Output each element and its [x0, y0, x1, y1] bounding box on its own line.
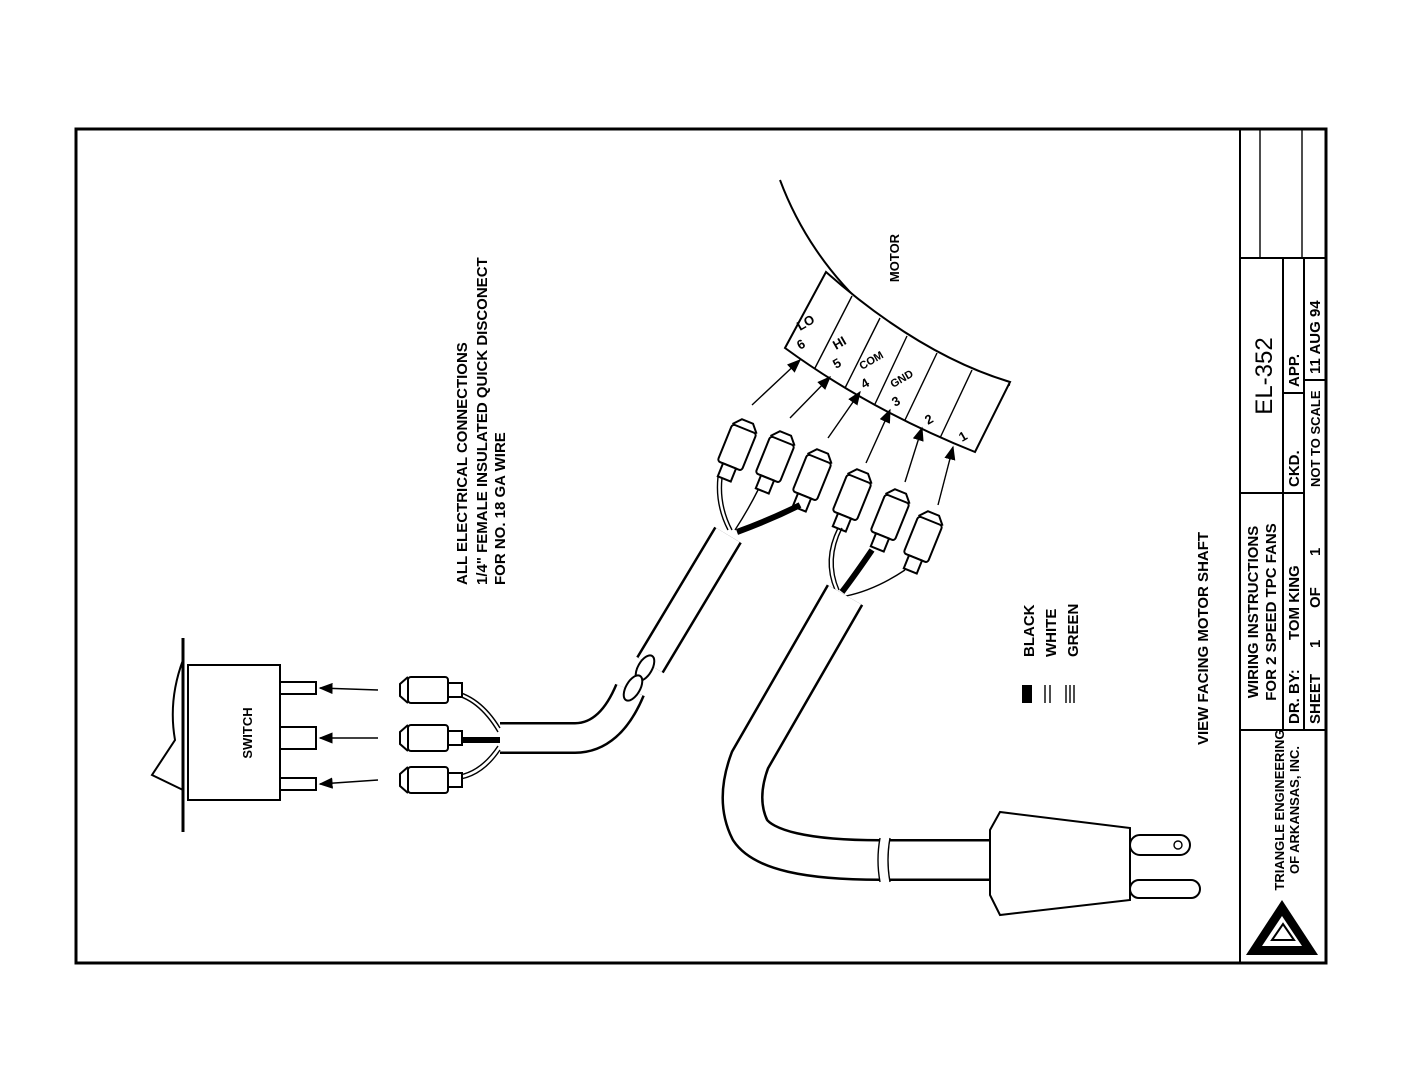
- sheet-of: OF: [1307, 587, 1324, 608]
- date: 11 AUG 94: [1307, 300, 1324, 374]
- switch-cable: [500, 674, 645, 754]
- legend-green: GREEN: [1065, 604, 1082, 657]
- sheet-total: 1: [1307, 548, 1324, 556]
- view-label: VIEW FACING MOTOR SHAFT: [1195, 532, 1212, 745]
- switch-connectors: [399, 676, 463, 794]
- checked-label: CKD.: [1286, 450, 1303, 487]
- plug-prong: [1129, 879, 1201, 899]
- switch-label: SWITCH: [240, 707, 255, 758]
- plug-prong: [1129, 834, 1191, 856]
- title-block: TRIANGLE ENGINEERING OF ARKANSAS, INC. W…: [1239, 130, 1326, 963]
- drawn-by-value: TOM KING: [1286, 565, 1303, 640]
- scale-note: NOT TO SCALE: [1308, 390, 1323, 487]
- sheet-label: SHEET: [1307, 674, 1324, 724]
- note-line2: 1/4" FEMALE INSULATED QUICK DISCONECT: [474, 257, 491, 585]
- motor-wires: [716, 476, 906, 597]
- motor: MOTOR: [779, 179, 1012, 454]
- note-line3: FOR NO. 18 GA WIRE: [492, 432, 509, 585]
- switch: SWITCH: [150, 638, 317, 832]
- sheet-number: 1: [1307, 640, 1324, 648]
- legend-black: BLACK: [1021, 604, 1038, 657]
- legend-white: WHITE: [1043, 609, 1060, 657]
- drawing-number: EL-352: [1251, 337, 1278, 414]
- drawing-border: [74, 127, 1328, 965]
- approved-label: APP.: [1286, 354, 1303, 387]
- switch-arrows: [318, 682, 379, 789]
- motor-cable-upper: [634, 526, 742, 682]
- power-plug: [989, 810, 1201, 917]
- connection-arrows: [751, 359, 956, 506]
- company-name-line2: OF ARKANSAS, INC.: [1287, 746, 1302, 874]
- power-cord: [721, 584, 995, 883]
- drawn-by-label: DR. BY:: [1286, 669, 1303, 724]
- wire-color-legend: BLACK WHITE GREEN: [1021, 604, 1082, 703]
- note-line1: ALL ELECTRICAL CONNECTIONS: [454, 342, 471, 585]
- motor-label: MOTOR: [887, 233, 902, 282]
- terminal-5-name: HI: [830, 333, 849, 352]
- company-name-line1: TRIANGLE ENGINEERING: [1272, 729, 1287, 890]
- company-logo: [1246, 900, 1318, 955]
- title-line1: WIRING INSTRUCTIONS: [1245, 526, 1262, 699]
- title-line2: FOR 2 SPEED TPC FANS: [1263, 523, 1280, 701]
- motor-connectors: [711, 415, 947, 577]
